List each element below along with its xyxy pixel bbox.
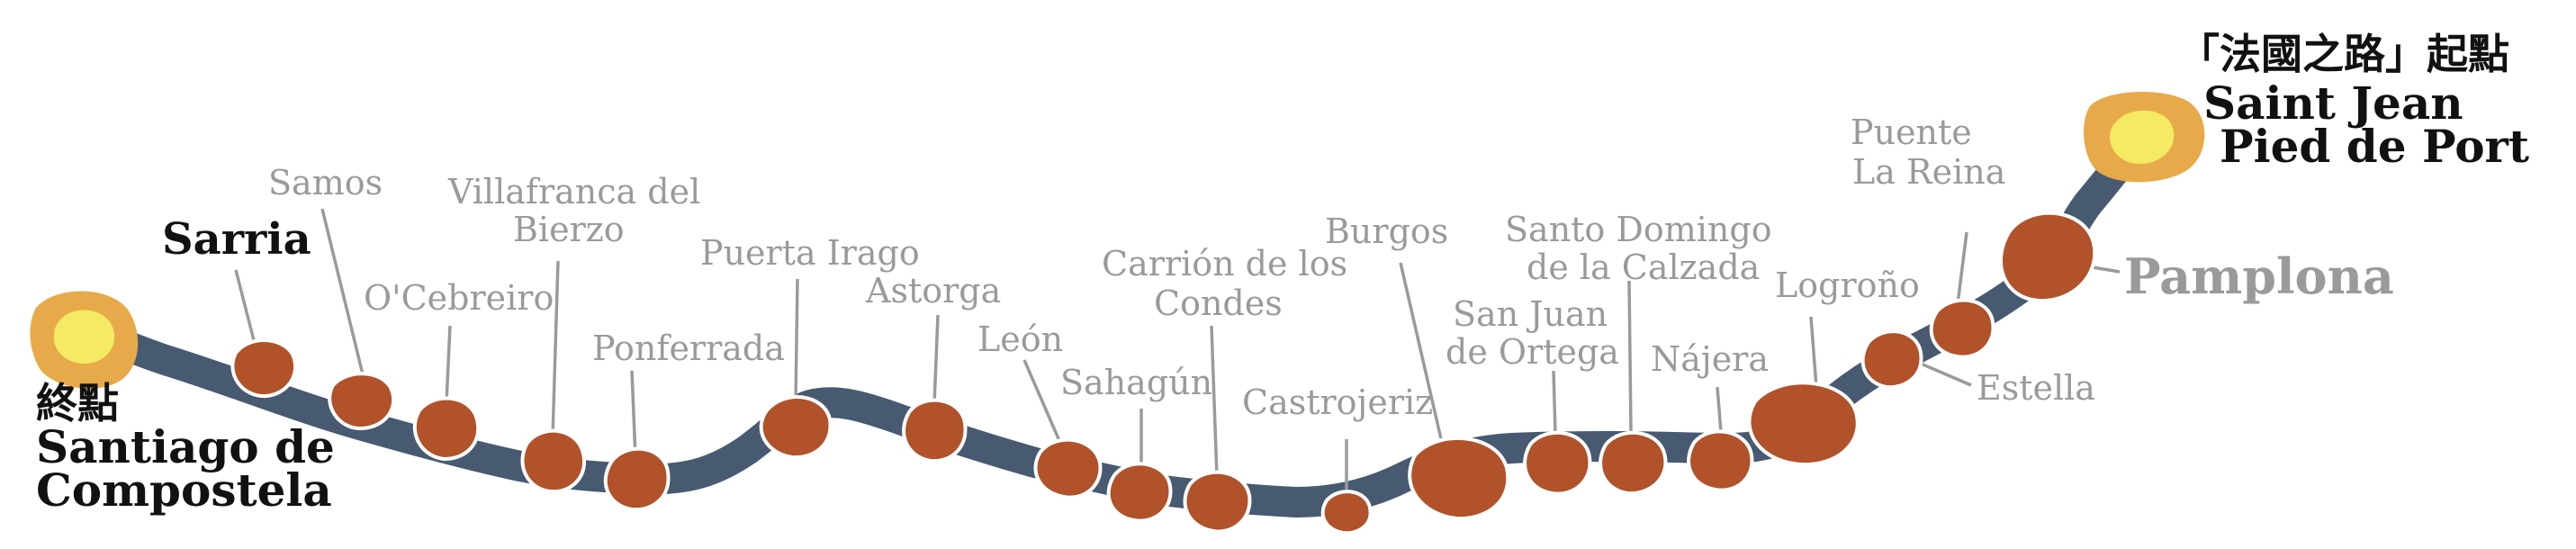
label-santo-domingo-line2: de la Calzada [1527,248,1760,287]
stop-marker-santo-domingo [1599,430,1668,496]
stop-marker-ocebreiro [412,396,481,462]
leader-san-juan [1552,370,1557,435]
leader-ponferrada [630,370,637,458]
label-ocebreiro: O'Cebreiro [364,278,554,318]
stop-marker-puente-la-reina [1929,298,1995,359]
endpoint-santiago-inner [53,310,115,364]
label-start-name-line2: Pied de Port [2220,120,2529,173]
stop-marker-astorga [902,398,968,464]
label-end-name-line1: Santiago de [36,420,335,473]
label-sahagun: Sahagún [1060,363,1212,402]
leader-carrion [1210,325,1219,478]
stop-markers [230,211,2097,536]
label-villafranca-line2: Bierzo [513,210,625,249]
leader-burgos [1399,262,1444,444]
endpoint-saint-jean [2084,91,2205,183]
stop-labels: Pamplona Estella Puente La Reina Logroño… [162,112,2394,422]
endpoint-labels: 「法國之路」起點 Saint Jean Pied de Port 終點 Sant… [36,30,2529,517]
leader-leon [1022,359,1062,444]
stop-marker-sahagun [1106,462,1173,523]
label-ponferrada: Ponferrada [592,328,785,368]
leader-ocebreiro [445,325,452,404]
stop-marker-castrojeriz [1320,490,1373,536]
label-start-name-line1: Saint Jean [2203,76,2463,130]
label-sarria: Sarria [162,214,311,265]
leader-najera [1716,386,1723,433]
leader-samos [320,208,365,379]
stop-marker-villafranca [520,428,587,494]
label-puerta-irago: Puerta Irago [700,233,920,273]
leader-santo-domingo [1627,280,1633,433]
label-najera: Nájera [1651,339,1769,379]
stop-marker-puerta-irago [759,395,833,460]
stop-marker-samos [328,372,396,431]
stop-marker-pamplona [1999,211,2097,303]
leader-villafranca [551,260,560,438]
endpoint-santiago [30,291,139,389]
label-castrojeriz: Castrojeriz [1242,382,1433,422]
stop-marker-najera [1687,429,1754,492]
label-astorga: Astorga [865,271,1001,310]
label-carrion-line2: Condes [1154,284,1283,323]
label-leon: León [977,320,1063,359]
label-burgos: Burgos [1325,212,1448,251]
label-start-caption: 「法國之路」起點 [2178,30,2509,78]
label-pamplona: Pamplona [2124,248,2394,305]
stop-marker-carrion [1183,470,1252,534]
leader-sarria [234,269,257,348]
leader-astorga [932,314,940,406]
label-samos: Samos [268,163,383,202]
label-puente-la-reina-line2: La Reina [1852,152,2005,192]
stop-marker-burgos [1408,436,1510,521]
stop-marker-ponferrada [603,446,671,512]
label-san-juan-line1: San Juan [1453,294,1608,334]
stop-marker-sarria [230,338,297,399]
stop-marker-estella [1860,329,1923,390]
label-end-caption: 終點 [36,379,119,428]
leader-puente-la-reina [1956,231,1968,305]
stop-marker-leon [1033,437,1103,500]
label-estella: Estella [1977,368,2095,408]
endpoint-saint-jean-inner [2110,110,2175,165]
label-end-name-line2: Compostela [36,464,332,517]
leader-puerta-irago [794,278,799,402]
label-carrion-line1: Carrión de los [1102,244,1347,284]
leader-logrono [1809,316,1818,388]
label-santo-domingo-line1: Santo Domingo [1505,210,1772,249]
label-puente-la-reina-line1: Puente [1851,112,1972,152]
leader-lines [234,208,2121,490]
label-logrono: Logroño [1775,266,1920,305]
label-villafranca-line1: Villafranca del [447,172,700,212]
label-san-juan-line2: de Ortega [1446,332,1619,372]
stop-marker-logrono [1747,381,1860,467]
stop-marker-san-juan [1523,430,1592,496]
